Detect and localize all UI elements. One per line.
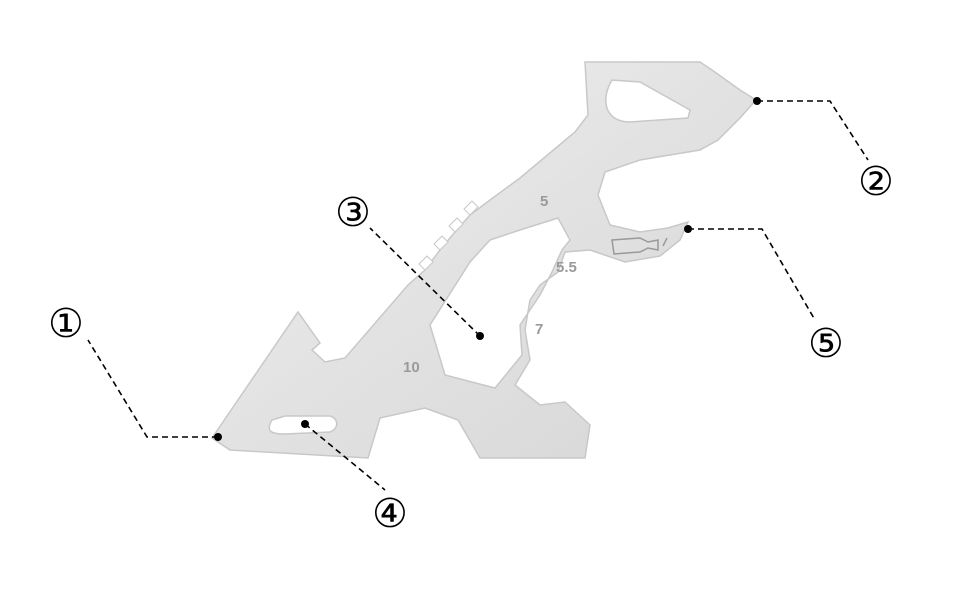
engraving-5-5: 5.5 <box>556 259 577 276</box>
leader-4 <box>304 423 386 491</box>
multitool: 5 5.5 7 10 <box>210 61 758 459</box>
engraving-7: 7 <box>535 321 543 338</box>
multitool-body <box>210 61 758 459</box>
anchor-dots <box>214 97 761 441</box>
notch-teeth <box>418 200 479 271</box>
engraving-5: 5 <box>540 193 548 210</box>
bottle-icon <box>611 237 668 255</box>
leader-3 <box>369 227 481 337</box>
callout-4: ④ <box>372 491 408 537</box>
leader-1 <box>87 339 218 438</box>
callout-3: ③ <box>335 190 371 236</box>
leader-lines <box>87 100 869 491</box>
callout-1: ① <box>48 301 84 347</box>
leader-2 <box>757 100 869 161</box>
leader-5 <box>688 228 816 321</box>
engraving-10: 10 <box>403 359 420 376</box>
callout-5: ⑤ <box>808 321 844 367</box>
callout-2: ② <box>858 159 894 205</box>
